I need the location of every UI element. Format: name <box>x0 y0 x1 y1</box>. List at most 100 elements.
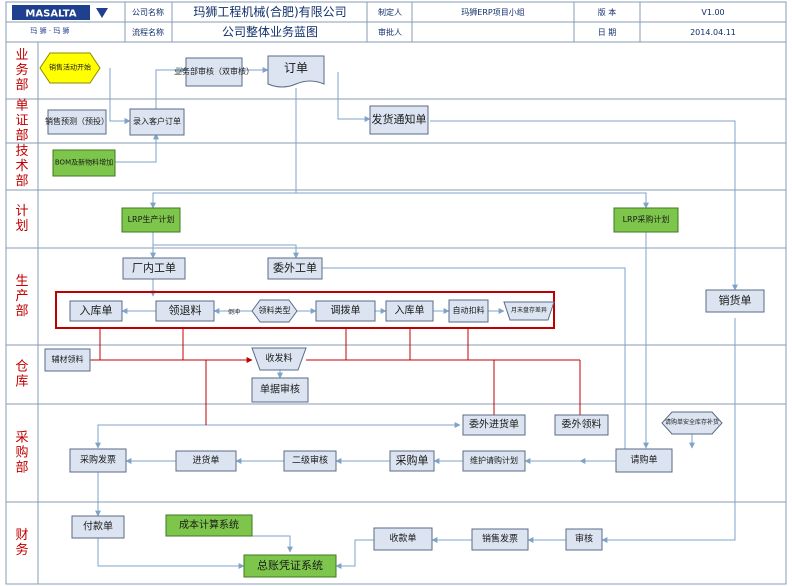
node-maintain-pr: 维护请购计划 <box>462 450 526 472</box>
node-shape <box>185 57 243 87</box>
node-label: 进货单 <box>192 454 219 466</box>
node-label: 总账凭证系统 <box>257 558 323 572</box>
node-lrp-prod: LRP生产计划 <box>121 207 181 233</box>
date-value: 2014.04.11 <box>690 28 736 37</box>
node-label: 订单 <box>284 61 308 75</box>
company-label: 公司名称 <box>132 7 164 17</box>
node-issue-material: 收发料 <box>251 347 307 371</box>
node-gl-system: 总账凭证系统 <box>243 554 337 578</box>
node-outsource-pick: 委外领料 <box>554 414 609 436</box>
flow-label: 流程名称 <box>132 27 164 37</box>
node-label: 入库单 <box>80 304 113 317</box>
node-bom: BOM及新物料增加 <box>52 149 116 177</box>
lane-label-0: 业务部 <box>15 48 28 93</box>
node-shape <box>448 299 489 323</box>
node-shape <box>389 450 435 472</box>
node-label: LRP生产计划 <box>128 214 175 224</box>
node-shape <box>243 554 337 578</box>
node-label: 自动扣料 <box>453 305 485 315</box>
node-shape <box>122 257 186 280</box>
node-pick-return: 领退料 <box>155 300 215 322</box>
node-label: 请购单 <box>630 454 657 466</box>
flow-name: 公司整体业务蓝图 <box>222 24 318 39</box>
node-outsource-in: 委外进货单 <box>462 414 526 436</box>
lane-label-6: 采购部 <box>15 431 28 476</box>
node-label: 委外领料 <box>562 418 602 431</box>
node-shape <box>615 448 673 473</box>
node-shape <box>267 257 323 280</box>
node-purchase-order: 采购单 <box>389 450 435 472</box>
node-inhouse-order: 厂内工单 <box>122 257 186 280</box>
node-stock-in-1: 入库单 <box>69 300 123 322</box>
version-value: V1.00 <box>701 8 724 17</box>
production-highlight-frame <box>55 291 555 329</box>
lane-label-4: 生产部 <box>15 274 28 319</box>
node-lrp-purchase: LRP采购计划 <box>613 207 679 233</box>
node-label: 成本计算系统 <box>179 518 239 531</box>
node-label: 入库单 <box>395 304 425 317</box>
node-shape <box>165 514 253 537</box>
node-shape <box>705 289 765 313</box>
node-shape <box>471 528 529 551</box>
node-label: 维护请购计划 <box>470 455 518 465</box>
company-name: 玛狮工程机械(合肥)有限公司 <box>193 4 346 19</box>
node-label: LRP采购计划 <box>623 214 670 224</box>
node-label: 领退料 <box>169 303 202 317</box>
node-shape <box>52 149 116 177</box>
node-label: 采购单 <box>396 453 429 467</box>
node-label: 领料类型 <box>259 305 291 315</box>
logo-text: MASALTA <box>25 9 76 20</box>
node-shape <box>175 450 237 472</box>
node-label: 委外进货单 <box>469 418 519 431</box>
node-label: 审核 <box>575 533 593 545</box>
material-flows <box>90 327 581 425</box>
node-transfer: 调拨单 <box>315 300 376 322</box>
node-shape <box>315 300 376 322</box>
node-label: 销售活动开始 <box>49 62 91 71</box>
lane-label-3: 计划 <box>15 204 28 234</box>
node-outsource-order: 委外工单 <box>267 257 323 280</box>
node-shape <box>565 528 603 551</box>
node-shape <box>385 300 434 322</box>
node-label: 二级审核 <box>292 454 328 466</box>
node-label: BOM及新物料增加 <box>55 157 113 166</box>
node-sales-forecast: 销售预测（预投） <box>45 109 109 135</box>
node-label: 销货单 <box>719 293 752 307</box>
node-auto-deduct: 自动扣料 <box>448 299 489 323</box>
node-ship-notice: 发货通知单 <box>369 105 429 135</box>
lane-label-5: 仓库 <box>15 360 28 390</box>
node-second-review: 二级审核 <box>283 450 337 472</box>
node-label: 录入客户订单 <box>133 116 181 126</box>
lane-label-7: 财务 <box>15 528 28 558</box>
node-label: 委外工单 <box>273 261 317 274</box>
node-shape <box>155 300 215 322</box>
node-aux-pick: 辅材领料 <box>44 348 91 372</box>
node-shape <box>251 347 307 371</box>
logo-subtext: 玛 狮 · 玛 狮 <box>30 27 69 35</box>
version-label: 版 本 <box>598 7 617 17</box>
node-month-end: 月末盘存差异 <box>503 301 555 321</box>
node-dept-review: 业务部审核（双审核） <box>174 57 254 87</box>
node-shape <box>503 301 555 321</box>
node-label: 辅材领料 <box>52 354 84 364</box>
node-payment: 付款单 <box>71 515 125 539</box>
node-pick-type: 领料类型 <box>251 299 298 323</box>
node-label: 月末盘存差异 <box>511 306 547 314</box>
node-purchase-invoice: 采购发票 <box>69 448 127 473</box>
node-label: 收款单 <box>389 532 416 544</box>
node-receipt: 收款单 <box>373 527 433 551</box>
node-sales-activity: 销售活动开始 <box>39 52 101 84</box>
date-label: 日 期 <box>598 28 617 37</box>
node-shape <box>462 414 526 436</box>
node-label: 请购单安全库存补货 <box>665 418 719 426</box>
node-stock-in-2: 入库单 <box>385 300 434 322</box>
node-label: 销售发票 <box>482 533 518 545</box>
node-shape <box>71 515 125 539</box>
backflush-label: 倒冲 <box>228 308 240 316</box>
node-cost-system: 成本计算系统 <box>165 514 253 537</box>
node-label: 业务部审核（双审核） <box>174 66 254 76</box>
node-sales-invoice: 销售发票 <box>471 528 529 551</box>
